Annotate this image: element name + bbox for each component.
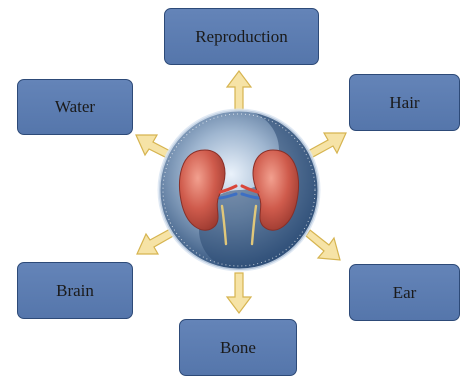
node-water: Water [17, 79, 133, 135]
node-ear: Ear [349, 264, 460, 321]
arrow-to-hair [308, 133, 346, 158]
node-bone: Bone [179, 319, 297, 376]
node-reproduction: Reproduction [164, 8, 319, 65]
arrow-to-reproduction [227, 71, 251, 110]
arrow-to-ear [306, 230, 340, 260]
arrow-to-bone [227, 273, 251, 313]
node-brain: Brain [17, 262, 133, 319]
center-image [159, 110, 319, 270]
node-hair: Hair [349, 74, 460, 131]
